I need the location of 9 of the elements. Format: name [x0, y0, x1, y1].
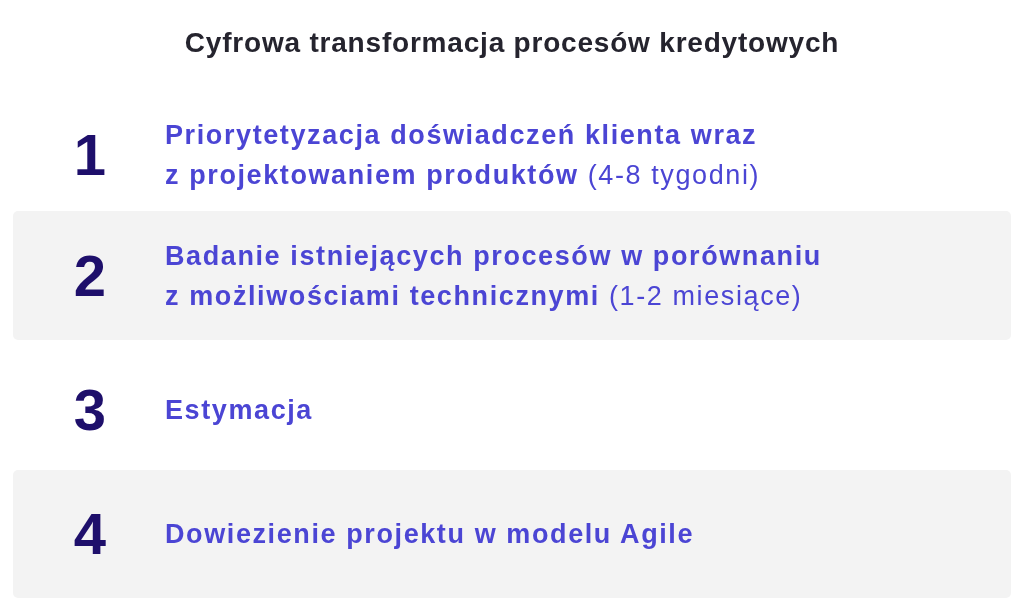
- step-number: 4: [72, 505, 108, 563]
- step-number: 2: [72, 246, 108, 305]
- title: Cyfrowa transformacja procesów kredytowych: [184, 27, 840, 58]
- step-text: Dowiezienie projektu w modelu Agile: [165, 518, 696, 551]
- step-text: Priorytetyzacja doświadczeń klienta wraz z projektowaniem produktów (4-8 tygodni): [165, 119, 762, 192]
- step-text: Estymacja: [165, 394, 314, 427]
- step-text: Badanie istniejących procesów w porównaniu z możliwościami technicznymi (1-2 miesiące): [165, 239, 823, 313]
- step-number: 3: [72, 381, 108, 439]
- step-number: 1: [72, 126, 108, 184]
